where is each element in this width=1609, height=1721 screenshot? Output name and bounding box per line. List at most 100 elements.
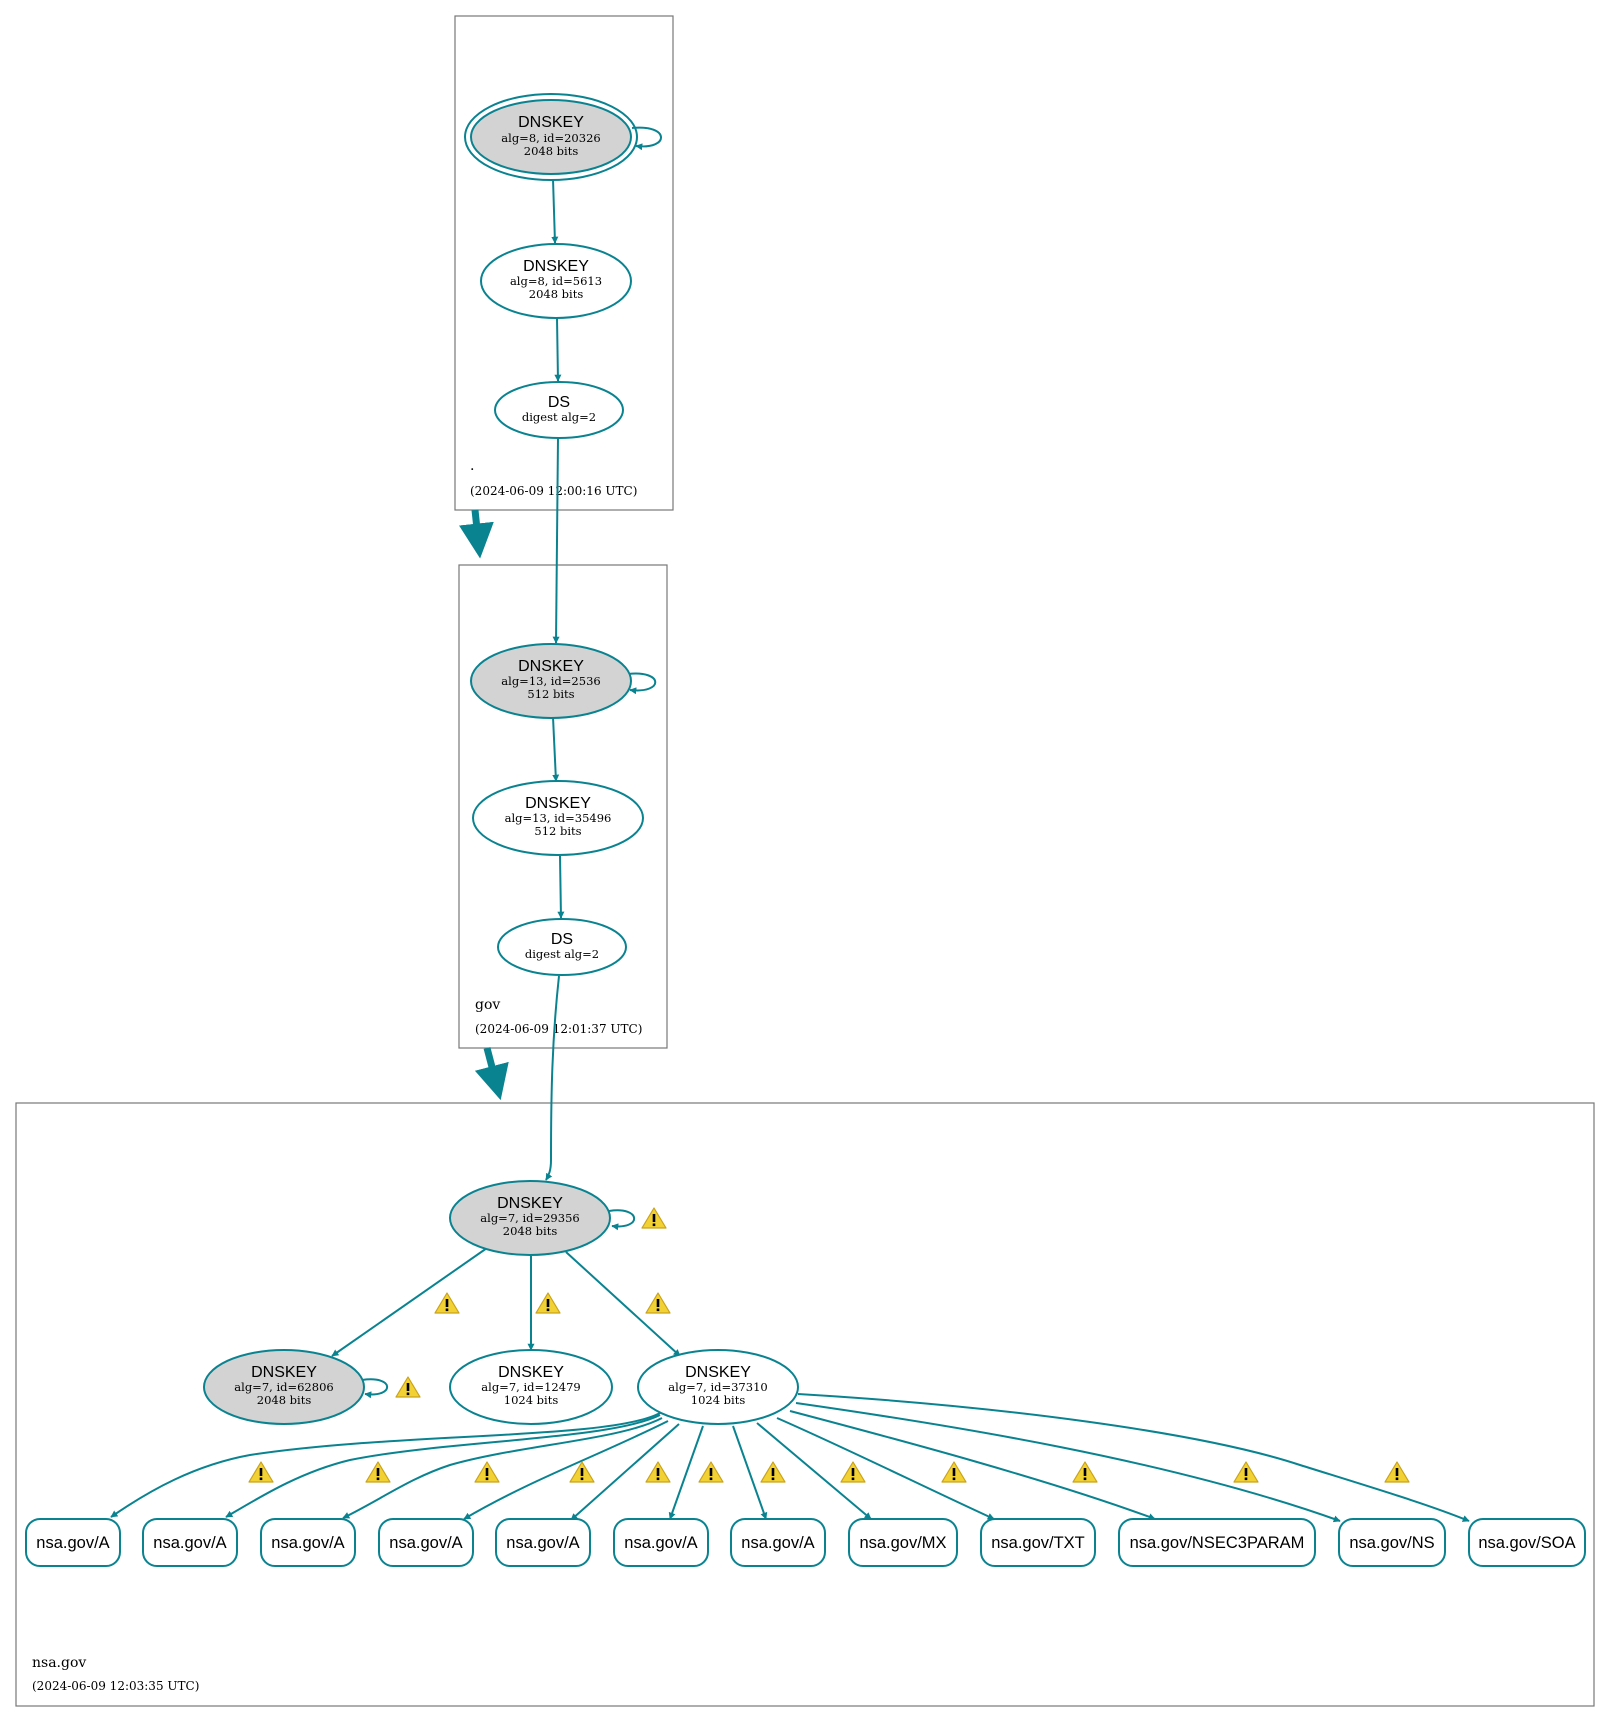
rrset-10-label: nsa.gov/NS — [1349, 1534, 1434, 1552]
warning-icon-rrset-6 — [760, 1461, 786, 1483]
warning-icon-rrset-0 — [248, 1461, 274, 1483]
node-gov-ds-line1: digest alg=2 — [522, 410, 596, 424]
warning-icon-edge-zsk — [645, 1292, 671, 1314]
node-gov-zsk-title: DNSKEY — [525, 795, 591, 812]
edge-nsa-ksk-to-nsa-ksk2 — [331, 1247, 488, 1357]
zone-gov-name: gov — [475, 997, 500, 1013]
rrset-6[interactable]: nsa.gov/A — [730, 1518, 826, 1567]
rrset-3-label: nsa.gov/A — [389, 1534, 462, 1552]
node-root-zsk-line2: 2048 bits — [529, 287, 584, 301]
edge-nsa-ksk-to-nsa-zsk — [565, 1251, 681, 1357]
warning-icon-rrset-8 — [941, 1461, 967, 1483]
node-gov-zsk-line1: alg=13, id=35496 — [505, 811, 612, 825]
warning-icon-rrset-10 — [1233, 1461, 1259, 1483]
node-gov-ksk[interactable]: DNSKEY alg=13, id=2536 512 bits — [470, 643, 632, 719]
rrset-5-label: nsa.gov/A — [624, 1534, 697, 1552]
edge-nsa-zsk-to-rrset-1 — [225, 1414, 661, 1518]
edge-nsa-zsk-to-rrset-6 — [732, 1425, 768, 1520]
node-root-zsk-title: DNSKEY — [523, 258, 589, 275]
zone-nsa-name: nsa.gov — [32, 1655, 86, 1671]
warning-icon-rrset-1 — [365, 1461, 391, 1483]
node-root-zsk[interactable]: DNSKEY alg=8, id=5613 2048 bits — [480, 243, 632, 319]
node-nsa-ds-line1: digest alg=2 — [525, 947, 599, 961]
node-gov-ksk-line2: 512 bits — [527, 687, 574, 701]
node-root-ksk-title: DNSKEY — [518, 114, 584, 131]
zone-root: . (2024-06-09 12:00:16 UTC) — [454, 15, 674, 511]
node-root-ksk-line1: alg=8, id=20326 — [501, 131, 600, 145]
edge-gov-ksk-to-gov-zsk — [552, 716, 560, 782]
rrset-11[interactable]: nsa.gov/SOA — [1468, 1518, 1586, 1567]
rrset-1[interactable]: nsa.gov/A — [142, 1518, 238, 1567]
zone-nsa: nsa.gov (2024-06-09 12:03:35 UTC) — [15, 1102, 1595, 1707]
node-nsa-ksk2[interactable]: DNSKEY alg=7, id=62806 2048 bits — [203, 1349, 365, 1425]
warning-icon-nsa-ksk2-self — [395, 1376, 421, 1398]
node-nsa-ksk[interactable]: DNSKEY alg=7, id=29356 2048 bits — [449, 1180, 611, 1256]
warning-icon-rrset-3 — [569, 1461, 595, 1483]
warning-icon-rrset-4 — [645, 1461, 671, 1483]
node-nsa-zsk[interactable]: DNSKEY alg=7, id=37310 1024 bits — [637, 1349, 799, 1425]
zone-gov-timestamp: (2024-06-09 12:01:37 UTC) — [475, 1022, 642, 1036]
warning-icons — [248, 1207, 1410, 1483]
node-nsa-ksk2-line2: 2048 bits — [257, 1393, 312, 1407]
node-gov-ksk-title: DNSKEY — [518, 658, 584, 675]
node-gov-zsk-line2: 512 bits — [534, 824, 581, 838]
rrset-0[interactable]: nsa.gov/A — [25, 1518, 121, 1567]
self-loop-nsa-ksk2 — [361, 1378, 389, 1399]
rrset-4[interactable]: nsa.gov/A — [495, 1518, 591, 1567]
warning-icon-edge-key3 — [535, 1292, 561, 1314]
rrset-6-label: nsa.gov/A — [741, 1534, 814, 1552]
node-nsa-key3-line2: 1024 bits — [504, 1393, 559, 1407]
edge-nsa-zsk-to-rrset-8 — [776, 1417, 995, 1520]
rrset-0-label: nsa.gov/A — [36, 1534, 109, 1552]
edge-root-ksk-to-root-zsk — [551, 178, 559, 244]
edge-nsa-zsk-to-rrset-11 — [797, 1393, 1470, 1522]
rrset-8[interactable]: nsa.gov/TXT — [980, 1518, 1096, 1567]
node-nsa-zsk-line1: alg=7, id=37310 — [668, 1380, 767, 1394]
rrset-3[interactable]: nsa.gov/A — [378, 1518, 474, 1567]
rrset-5[interactable]: nsa.gov/A — [613, 1518, 709, 1567]
rrset-7[interactable]: nsa.gov/MX — [848, 1518, 958, 1567]
node-nsa-ksk2-line1: alg=7, id=62806 — [234, 1380, 333, 1394]
warning-icon-rrset-5 — [698, 1461, 724, 1483]
self-loop-nsa-ksk — [608, 1209, 636, 1231]
node-nsa-zsk-title: DNSKEY — [685, 1364, 751, 1381]
rrset-9[interactable]: nsa.gov/NSEC3PARAM — [1118, 1518, 1316, 1567]
warning-icon-rrset-11 — [1384, 1461, 1410, 1483]
zone-gov: gov (2024-06-09 12:01:37 UTC) — [458, 564, 668, 1049]
self-signature-loops — [361, 126, 662, 1399]
rrset-1-label: nsa.gov/A — [153, 1534, 226, 1552]
node-gov-zsk[interactable]: DNSKEY alg=13, id=35496 512 bits — [472, 780, 644, 856]
node-nsa-key3-title: DNSKEY — [498, 1364, 564, 1381]
node-gov-ksk-line1: alg=13, id=2536 — [501, 674, 600, 688]
rrset-7-label: nsa.gov/MX — [859, 1534, 946, 1552]
warning-icon-rrset-7 — [840, 1461, 866, 1483]
delegation-edge-gov-nsa — [474, 1047, 509, 1101]
rrset-4-label: nsa.gov/A — [506, 1534, 579, 1552]
node-nsa-zsk-line2: 1024 bits — [691, 1393, 746, 1407]
rrset-10[interactable]: nsa.gov/NS — [1338, 1518, 1446, 1567]
edge-nsa-zsk-to-rrset-7 — [756, 1422, 872, 1520]
rrset-2[interactable]: nsa.gov/A — [260, 1518, 356, 1567]
rrset-8-label: nsa.gov/TXT — [991, 1534, 1085, 1552]
node-nsa-ksk2-title: DNSKEY — [251, 1364, 317, 1381]
edges — [110, 178, 1470, 1523]
node-gov-ds[interactable]: DS digest alg=2 — [494, 381, 624, 439]
warning-icon-rrset-9 — [1072, 1461, 1098, 1483]
self-loop-gov-ksk — [627, 672, 657, 695]
edge-nsa-zsk-to-rrset-9 — [789, 1410, 1156, 1521]
edge-nsa-zsk-to-rrset-2 — [342, 1417, 663, 1519]
node-nsa-ksk-line1: alg=7, id=29356 — [480, 1211, 579, 1225]
node-nsa-key3-line1: alg=7, id=12479 — [481, 1380, 580, 1394]
edge-root-zsk-to-gov-ds — [554, 317, 562, 382]
edge-nsa-zsk-to-rrset-5 — [668, 1425, 704, 1520]
node-gov-ds-title: DS — [548, 394, 570, 411]
node-nsa-ds[interactable]: DS digest alg=2 — [497, 918, 627, 976]
edge-nsa-zsk-to-rrset-4 — [570, 1423, 680, 1521]
node-root-ksk-line2: 2048 bits — [524, 144, 579, 158]
node-nsa-ksk-line2: 2048 bits — [503, 1224, 558, 1238]
edge-gov-zsk-to-nsa-ds — [557, 855, 565, 919]
edge-nsa-ds-to-nsa-ksk — [545, 975, 560, 1181]
node-nsa-key3[interactable]: DNSKEY alg=7, id=12479 1024 bits — [449, 1349, 613, 1425]
node-root-ksk[interactable]: DNSKEY alg=8, id=20326 2048 bits — [464, 93, 638, 181]
